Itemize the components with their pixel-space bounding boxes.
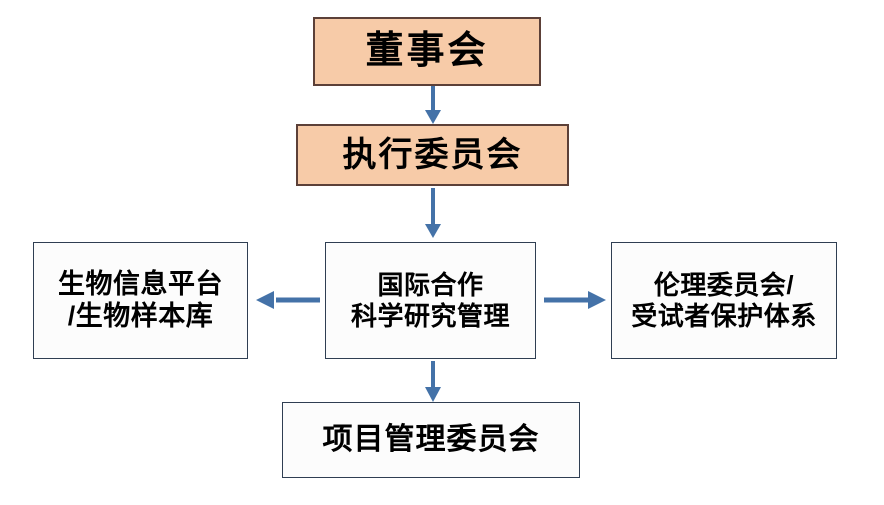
node-board-of-directors[interactable]: 董事会	[313, 17, 541, 86]
node-project-management-committee[interactable]: 项目管理委员会	[282, 402, 580, 478]
node-intlcoop-line-2: 科学研究管理	[350, 300, 510, 331]
node-pmc-line-1: 项目管理委员会	[322, 423, 540, 457]
arrow-intlcoop-to-ethics-icon	[544, 287, 608, 313]
node-ethics-line-2: 受试者保护体系	[631, 300, 817, 331]
arrow-intlcoop-to-bioinfo-icon	[254, 287, 320, 313]
node-board-line-1: 董事会	[365, 30, 489, 73]
node-intlcoop-line-1: 国际合作	[377, 269, 484, 300]
node-bioinfo-line-1: 生物信息平台	[58, 268, 223, 299]
node-ethics-line-1: 伦理委员会/	[653, 269, 795, 300]
node-ethics-committee-subject-protection[interactable]: 伦理委员会/ 受试者保护体系	[611, 242, 837, 359]
node-bioinformatics-platform-biobank[interactable]: 生物信息平台 /生物样本库	[33, 242, 248, 359]
node-bioinfo-line-2: /生物样本库	[67, 300, 214, 331]
arrow-board-to-exec-icon	[418, 86, 448, 126]
node-international-cooperation-research-management[interactable]: 国际合作 科学研究管理	[325, 242, 536, 359]
node-exec-line-1: 执行委员会	[342, 135, 523, 174]
node-executive-committee[interactable]: 执行委员会	[296, 124, 569, 186]
arrow-exec-to-intlcoop-icon	[418, 188, 448, 240]
arrow-intlcoop-to-pmc-icon	[418, 361, 448, 403]
